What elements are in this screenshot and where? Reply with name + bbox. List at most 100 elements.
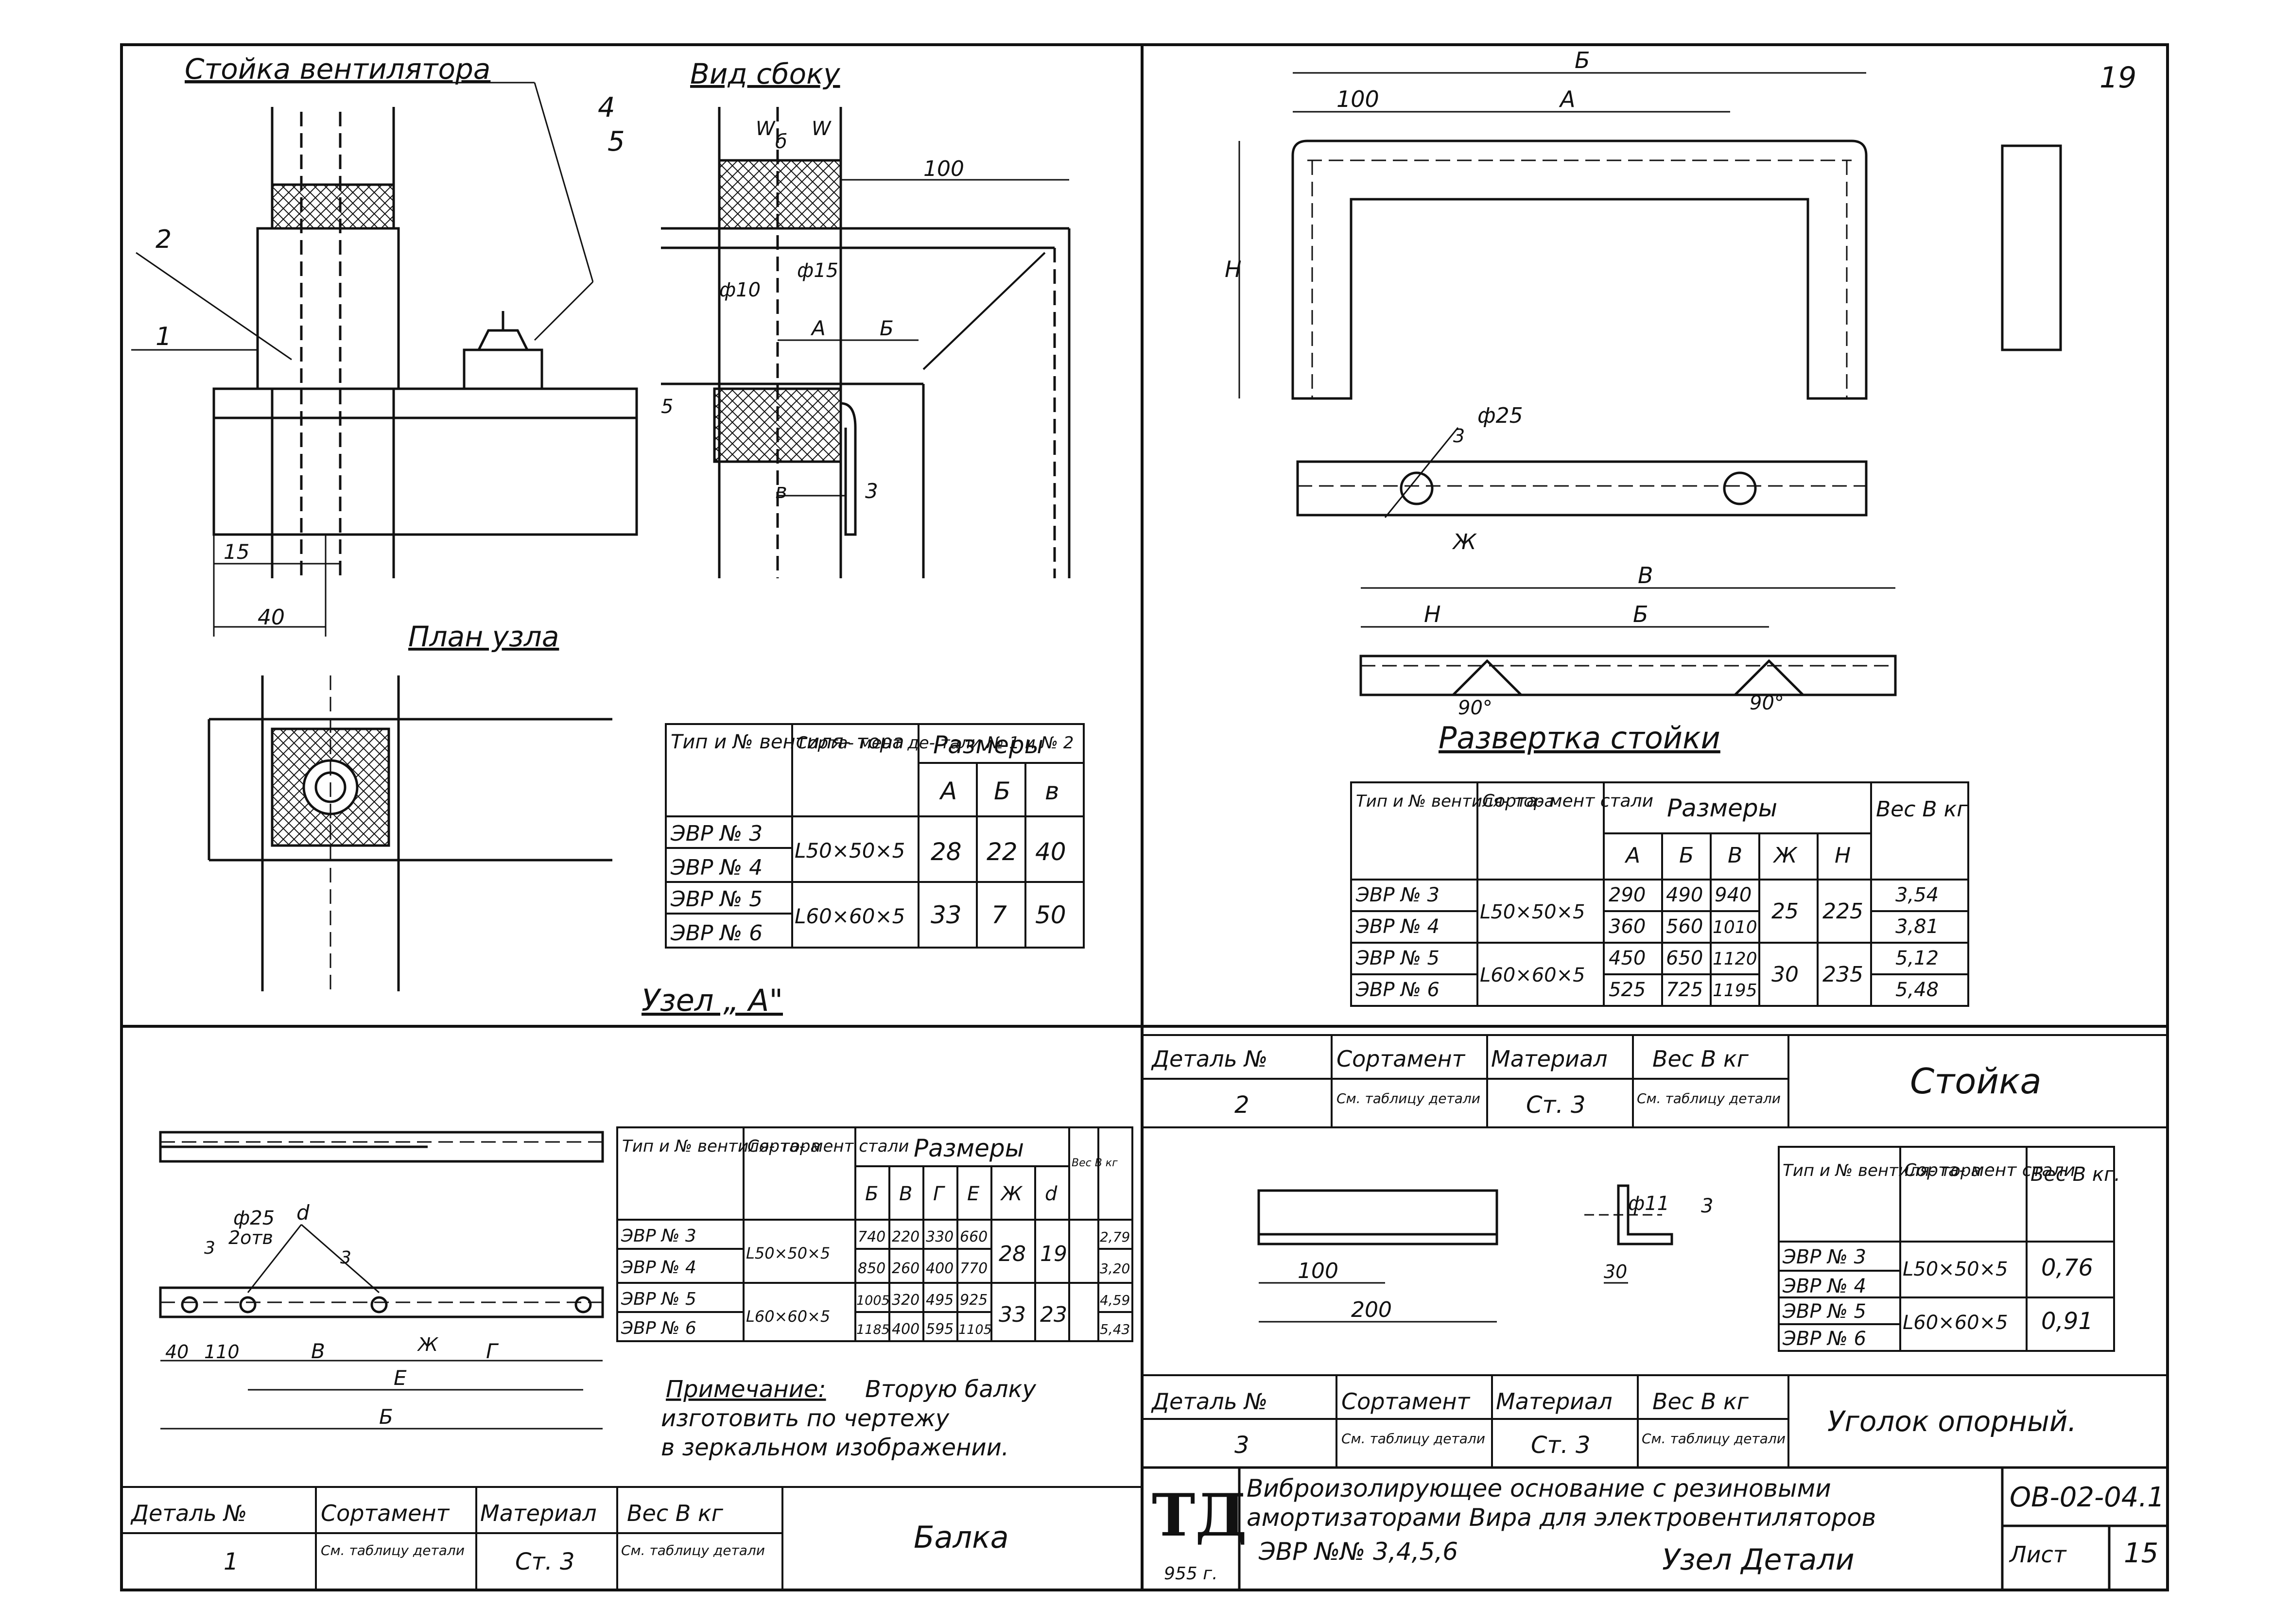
d3-h-weight: Вес В кг (1652, 1388, 1749, 1415)
at-h-profile: Сорта- мент стали (1904, 1160, 2075, 1180)
at-r1-profile: L50×50×5 (1903, 1258, 2008, 1280)
bt-r2-type: ЭВР № 4 (621, 1258, 696, 1278)
bt-profile-1: L50×50×5 (746, 1244, 830, 1262)
bt-r3-type: ЭВР № 5 (621, 1289, 696, 1309)
tr-profile-2: L60×60×5 (1480, 964, 1585, 986)
tl-r2-type1: ЭВР № 5 (670, 887, 763, 912)
tr-h-zh: Ж (1772, 843, 1798, 868)
d3-sort: См. таблицу детали (1341, 1431, 1485, 1447)
beam-weld1: 3 (204, 1238, 215, 1258)
at-r1-weight: 0,76 (2041, 1254, 2093, 1281)
tl-h-type: Тип и № вентиля- тора (671, 731, 904, 753)
note-line2: изготовить по чертежу (661, 1405, 950, 1432)
dim-100-side: 100 (923, 156, 964, 181)
tr-r4-v: 1195 (1713, 981, 1757, 1001)
angle-dim-30: 30 (1604, 1261, 1627, 1282)
tr-r1-w: 3,54 (1895, 884, 1939, 906)
tr-h-2: 235 (1822, 962, 1863, 987)
stand-title: Стойка вентилятора (185, 52, 490, 86)
tr-r4-type: ЭВР № 6 (1355, 979, 1440, 1001)
dim-w2: W (812, 118, 832, 140)
beam-dim-40: 40 (165, 1341, 189, 1363)
d3-h-detail: Деталь № (1151, 1388, 1267, 1415)
weld-3: 3 (1453, 425, 1465, 447)
tl-r2-a: 33 (931, 901, 962, 929)
title-line1: Виброизолирующее основание с резиновыми (1247, 1474, 1831, 1503)
tr-h-weight: Вес В кг (1876, 797, 1968, 822)
beam-dim-e: Е (394, 1366, 407, 1390)
tl-h-b: Б (994, 777, 1010, 805)
dim-15: 15 (224, 540, 249, 564)
tr-r1-v: 940 (1715, 884, 1752, 906)
tl-r1-type1: ЭВР № 3 (670, 821, 763, 846)
tr-r3-w: 5,12 (1895, 947, 1939, 969)
tr-h-h: H (1835, 843, 1851, 868)
dim-a-side: A (810, 316, 826, 340)
d3-name: Уголок опорный. (1827, 1405, 2077, 1438)
angle-dim-f11: ф11 (1628, 1192, 1669, 1215)
bt-d-2: 23 (1040, 1302, 1067, 1327)
tr-r2-a: 360 (1609, 916, 1646, 938)
d2-h-mat: Материал (1491, 1046, 1608, 1072)
angle-90-2: 90° (1750, 692, 1784, 714)
stand-node-drawing (131, 82, 638, 637)
tr-h-profile: Сорта- мент стали (1482, 791, 1653, 811)
tl-h-v: в (1045, 777, 1059, 805)
beam-dim-110: 110 (204, 1341, 240, 1363)
tr-r2-w: 3,81 (1895, 916, 1939, 938)
bt-r1-type: ЭВР № 3 (621, 1226, 696, 1246)
tl-r1-type2: ЭВР № 4 (670, 855, 763, 880)
tr-r1-b: 490 (1666, 884, 1703, 906)
at-h-type: Тип и № вентиля- тора (1783, 1161, 1981, 1180)
callout-1: 1 (156, 322, 172, 351)
tr-h-b: Б (1679, 843, 1694, 868)
angle-dim-weld: 3 (1701, 1195, 1713, 1217)
tr-r2-type: ЭВР № 4 (1355, 916, 1440, 938)
d3-no: 3 (1234, 1432, 1249, 1459)
beam-hole: ф25 (233, 1207, 275, 1229)
d1-name: Балка (914, 1520, 1009, 1555)
d3-h-mat: Материал (1496, 1388, 1613, 1415)
dim-3-side: 3 (865, 479, 878, 503)
plan-drawing (208, 675, 612, 991)
d2-mat: Ст. 3 (1526, 1091, 1586, 1119)
tl-r1-b: 22 (987, 838, 1018, 866)
bt-h-profile: Сорта- мент стали (747, 1137, 909, 1156)
bt-r2-v: 260 (892, 1260, 919, 1277)
tl-r2-b: 7 (991, 901, 1007, 929)
at-r2-type2: ЭВР № 6 (1782, 1328, 1866, 1350)
note-line3: в зеркальном изображении. (661, 1434, 1009, 1461)
angle-90-1: 90° (1458, 697, 1492, 719)
tr-h-type: Тип и № вентиля- тора (1356, 792, 1554, 811)
dim-h-top: H (1225, 256, 1242, 282)
tr-r3-v: 1120 (1713, 949, 1757, 969)
dim-f15: ф15 (797, 259, 838, 282)
svg-text:Тип и № вентиля- тора: Тип и № вентиля- тора (671, 731, 904, 753)
bt-h-b: Б (865, 1183, 878, 1205)
bt-r2-w: 3,20 (1100, 1261, 1130, 1277)
d2-h-sort: Сортамент (1336, 1046, 1466, 1072)
d2-h-detail: Деталь № (1151, 1046, 1267, 1072)
detail2-stamp-grid (1141, 1034, 2169, 1128)
bt-r1-v: 220 (892, 1228, 919, 1245)
bt-r4-b: 1185 (856, 1322, 890, 1337)
beam-drawing (159, 1131, 604, 1430)
tr-r1-a: 290 (1609, 884, 1646, 906)
tr-r3-a: 450 (1609, 947, 1646, 969)
detail1-stamp-grid (121, 1486, 1143, 1591)
bt-r4-v: 400 (892, 1321, 919, 1338)
tr-profile-1: L50×50×5 (1480, 901, 1585, 923)
tl-h-profile: Сорта- мент де- тали № 1 и № 2 (796, 733, 1074, 753)
bt-r4-w: 5,43 (1100, 1321, 1130, 1337)
bt-r2-e: 770 (960, 1260, 988, 1277)
title-line3: ЭВР №№ 3,4,5,6 (1258, 1538, 1458, 1566)
bt-d-1: 19 (1040, 1242, 1067, 1266)
dim-b-top: Б (1575, 47, 1590, 73)
bt-h-v: В (899, 1183, 912, 1205)
tr-r4-w: 5,48 (1895, 979, 1939, 1001)
dim-b-side: Б (880, 316, 894, 340)
dim-a-top: A (1559, 86, 1575, 112)
dev-dim-h: H (1424, 601, 1441, 627)
bt-h-zh: Ж (1000, 1183, 1023, 1205)
dev-dim-b: Б (1633, 601, 1648, 627)
